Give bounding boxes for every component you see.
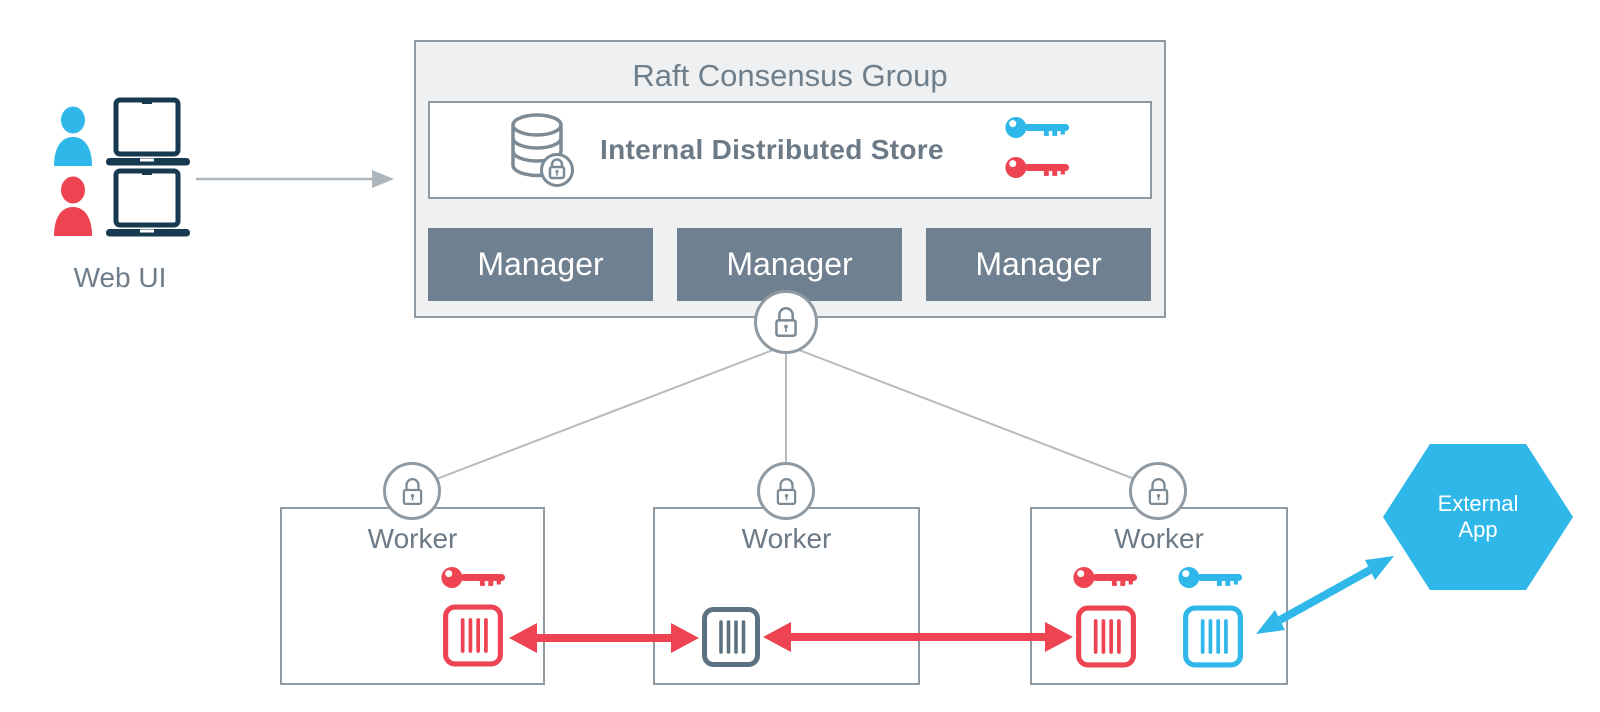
laptop-icon <box>104 168 192 243</box>
worker-node-1: Worker <box>280 507 545 685</box>
blue-key-icon <box>1004 112 1074 148</box>
external-app-label: External App <box>1437 490 1519 542</box>
worker-label: Worker <box>741 523 832 554</box>
laptop-icon <box>104 97 192 172</box>
container-icon-gray <box>701 605 761 674</box>
red-key-icon <box>440 562 510 598</box>
container-icon-red <box>442 603 504 673</box>
worker-label: Worker <box>367 523 458 554</box>
worker-node-2: Worker <box>653 507 920 685</box>
database-lock-icon <box>508 112 574 188</box>
padlock-icon <box>1129 462 1187 520</box>
external-app-hexagon: External App <box>1383 444 1573 590</box>
manager-node-3: Manager <box>926 228 1151 301</box>
worker-node-3: Worker <box>1030 507 1288 685</box>
user-icon <box>46 106 102 171</box>
manager-node-1: Manager <box>428 228 653 301</box>
padlock-icon <box>383 462 441 520</box>
user-icon <box>46 176 102 241</box>
webui-label: Web UI <box>73 262 167 293</box>
raft-title: Raft Consensus Group <box>632 58 948 93</box>
raft-consensus-group-box: Raft Consensus Group <box>414 40 1166 318</box>
webui-to-raft-arrow <box>196 170 394 188</box>
worker-label: Worker <box>1114 523 1204 554</box>
red-key-icon <box>1072 562 1142 598</box>
store-label: Internal Distributed Store <box>600 134 944 165</box>
manager-node-2: Manager <box>677 228 902 301</box>
padlock-icon <box>757 462 815 520</box>
container-icon-blue <box>1182 604 1244 674</box>
internal-distributed-store-box: Internal Distributed Store <box>428 101 1152 199</box>
blue-key-icon <box>1177 562 1247 598</box>
container-icon-red <box>1075 604 1137 674</box>
red-key-icon <box>1004 152 1074 188</box>
padlock-icon <box>754 290 818 354</box>
